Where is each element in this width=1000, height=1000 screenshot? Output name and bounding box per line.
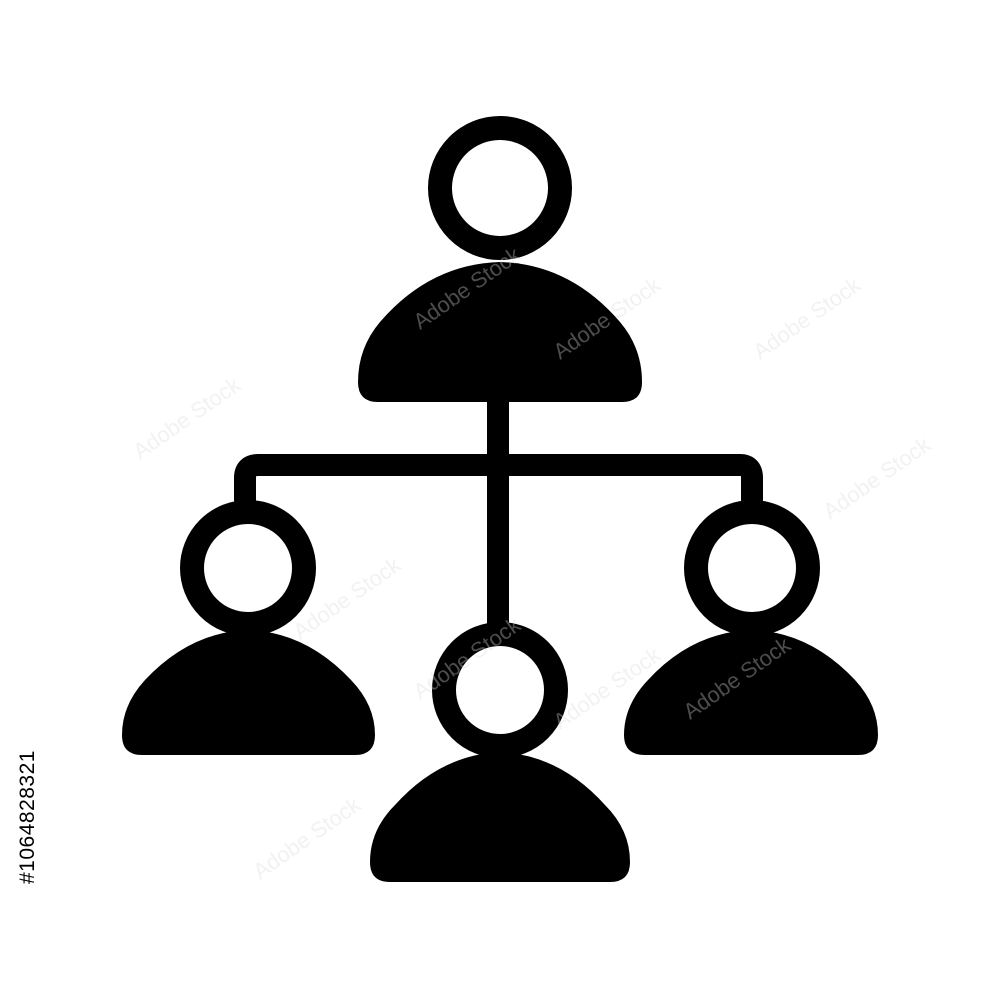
right-head-icon: [684, 500, 820, 636]
connector-lines-icon: [234, 384, 763, 643]
left-head-icon: [180, 500, 316, 636]
stock-id-label: #1064828321: [16, 750, 39, 884]
leader-head-icon: [428, 116, 572, 260]
bottom-head-icon: [432, 622, 568, 758]
horizontal-connector: [234, 454, 763, 511]
left-body-icon: [122, 630, 375, 755]
right-person-icon: [624, 500, 878, 755]
left-person-icon: [122, 500, 375, 755]
bottom-person-icon: [370, 622, 630, 882]
leader-person-icon: [358, 116, 642, 402]
bottom-body-icon: [370, 752, 630, 882]
right-body-icon: [624, 630, 878, 755]
leader-body-icon: [358, 262, 642, 402]
